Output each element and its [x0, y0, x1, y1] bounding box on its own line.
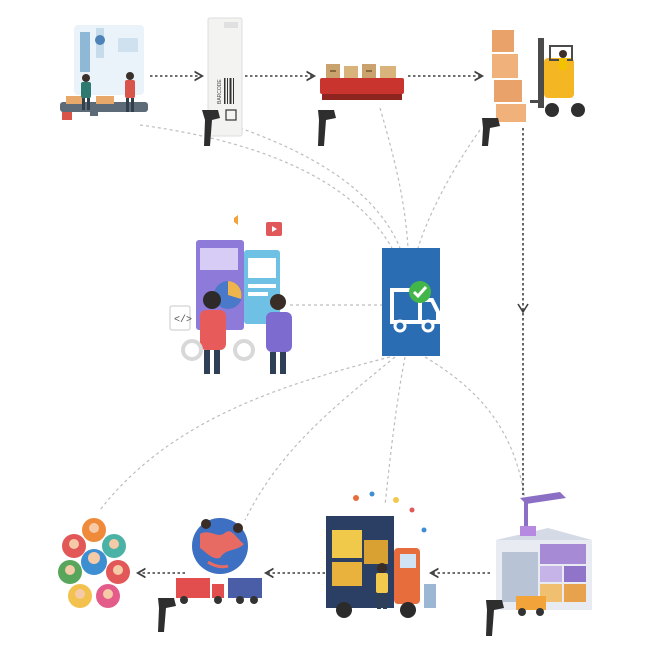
connector-hub-global	[244, 356, 396, 521]
connector-hub-customers	[99, 356, 391, 511]
scanner-gun	[482, 118, 500, 146]
connector-hub-distribution	[424, 356, 526, 501]
barcode-label-scanner-icon: BARCODE	[202, 17, 243, 146]
hub-connectors	[99, 107, 526, 521]
forklift-icon	[482, 30, 585, 146]
svg-text:</>: </>	[174, 314, 192, 326]
arrow-down-chevron	[517, 303, 529, 314]
node-distribution[interactable]	[486, 492, 592, 636]
connector-labeling-hub	[239, 127, 401, 249]
connector-hub-transport	[384, 356, 406, 506]
node-transport[interactable]	[326, 491, 436, 619]
conveyor-boxes-icon	[318, 64, 404, 146]
barcode-text: BARCODE	[217, 79, 223, 104]
scanner-gun	[158, 598, 176, 632]
truck-checkmark-icon	[382, 248, 440, 356]
scanner-gun	[486, 600, 504, 636]
node-labeling[interactable]: BARCODE	[202, 17, 243, 146]
globe-shipping-icon	[158, 518, 262, 632]
node-global-shipping[interactable]	[158, 518, 262, 632]
connector-conveyor-hub	[379, 107, 409, 249]
factory-workers-icon	[60, 25, 148, 120]
node-hub[interactable]	[382, 248, 440, 356]
dashboard-team-icon: </>	[169, 215, 292, 374]
node-conveyor[interactable]	[318, 64, 404, 146]
customer-group-icon	[58, 518, 130, 608]
node-analytics[interactable]: </>	[169, 215, 292, 374]
connector-warehouse-hub	[417, 129, 481, 249]
delivery-truck-icon	[326, 491, 436, 618]
connector-manufacturing-hub	[139, 124, 393, 249]
node-customers[interactable]	[58, 518, 130, 608]
scanner-gun	[318, 110, 336, 146]
warehouse-crane-icon	[486, 492, 592, 636]
node-manufacturing[interactable]	[60, 25, 148, 120]
scanner-gun	[202, 110, 220, 146]
barcode-bars	[224, 78, 234, 104]
flow-arrows	[140, 76, 524, 573]
node-warehouse-loading[interactable]	[482, 30, 585, 146]
